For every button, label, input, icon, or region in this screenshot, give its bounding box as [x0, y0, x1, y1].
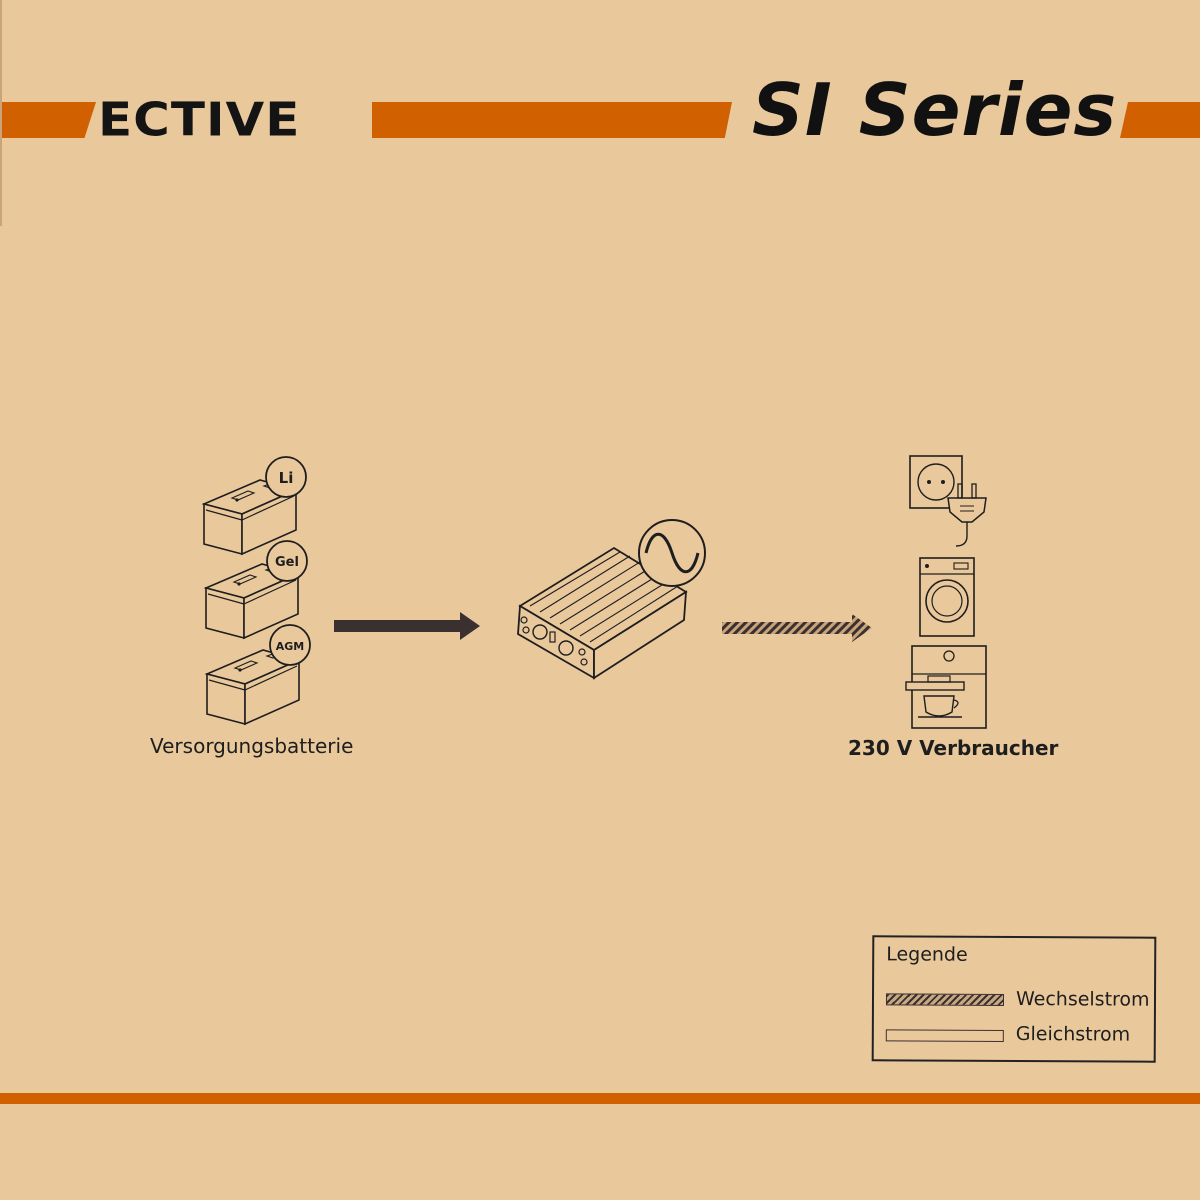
battery-type-label-li: Li — [279, 469, 294, 487]
legend-swatch-plain — [885, 1029, 1004, 1042]
header-band-right — [1120, 102, 1200, 138]
ac-arrow — [722, 614, 872, 642]
footer-band — [0, 1093, 1200, 1104]
header-band-middle — [372, 102, 732, 138]
series-title: SI Series — [752, 68, 1118, 152]
legend-box: Legende Wechselstrom Gleichstrom — [871, 935, 1157, 1063]
coffee-machine-icon — [905, 645, 987, 729]
battery-label: Versorgungsbatterie — [150, 734, 354, 758]
plug-icon — [947, 483, 987, 547]
battery-type-badge-li: Li — [265, 456, 307, 498]
battery-type-badge-gel: Gel — [266, 540, 308, 582]
battery-type-label-agm: AGM — [276, 640, 305, 653]
battery-type-badge-agm: AGM — [269, 624, 311, 666]
inverter-icon — [517, 546, 688, 680]
header-band-left — [0, 102, 96, 138]
legend-item-ac-label: Wechselstrom — [1015, 988, 1150, 1011]
consumers-label: 230 V Verbraucher — [848, 736, 1059, 760]
legend-title: Legende — [886, 943, 968, 966]
battery-type-label-gel: Gel — [275, 555, 299, 570]
dc-arrow — [334, 612, 480, 640]
legend-swatch-hatched — [885, 993, 1005, 1006]
legend-item-dc-label: Gleichstrom — [1015, 1023, 1131, 1046]
left-edge-rule — [0, 0, 2, 226]
washing-machine-icon — [919, 557, 975, 637]
brand-logo: ECTIVE — [98, 93, 301, 147]
sine-wave-icon — [638, 519, 706, 587]
